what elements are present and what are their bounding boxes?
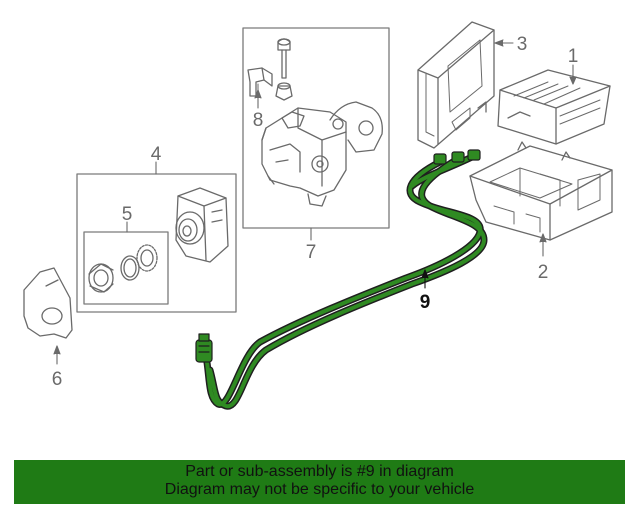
harness-outline <box>202 152 488 410</box>
banner-line-disclaimer: Diagram may not be specific to your vehi… <box>164 481 475 498</box>
callout-labels: 1 2 3 4 5 6 7 8 9 <box>52 34 579 390</box>
callout-5[interactable]: 5 <box>122 204 133 225</box>
callout-4[interactable]: 4 <box>151 144 162 165</box>
part-info-banner: Part or sub-assembly is #9 in diagram Di… <box>14 460 625 504</box>
group-box-5 <box>83 231 169 305</box>
part-2-housing-tray[interactable] <box>469 141 613 241</box>
harness-connector-end <box>195 333 213 363</box>
callout-2[interactable]: 2 <box>538 262 549 283</box>
harness-plug-tips <box>433 149 481 165</box>
callout-7[interactable]: 7 <box>306 242 317 263</box>
part-4-camera-module[interactable] <box>175 187 229 263</box>
part-9-wiring-harness[interactable] <box>195 149 488 410</box>
leader-lines <box>53 39 577 365</box>
callout-9[interactable]: 9 <box>420 292 431 313</box>
part-6-cover[interactable] <box>23 267 73 339</box>
part-1-control-unit[interactable] <box>497 69 611 145</box>
part-3-module-board[interactable] <box>417 21 495 149</box>
banner-line-part: Part or sub-assembly is #9 in diagram <box>185 463 454 480</box>
part-bolt-and-nut[interactable] <box>275 38 293 101</box>
part-5-lens-ring-set[interactable] <box>88 244 158 293</box>
callout-6[interactable]: 6 <box>52 369 63 390</box>
group-box-7 <box>242 27 390 229</box>
callout-1[interactable]: 1 <box>568 46 579 67</box>
part-7-mounting-bracket[interactable] <box>261 101 383 207</box>
harness-fill <box>204 154 486 409</box>
callout-3[interactable]: 3 <box>517 34 528 55</box>
callout-8[interactable]: 8 <box>253 110 264 131</box>
part-8-clip[interactable] <box>247 67 273 105</box>
